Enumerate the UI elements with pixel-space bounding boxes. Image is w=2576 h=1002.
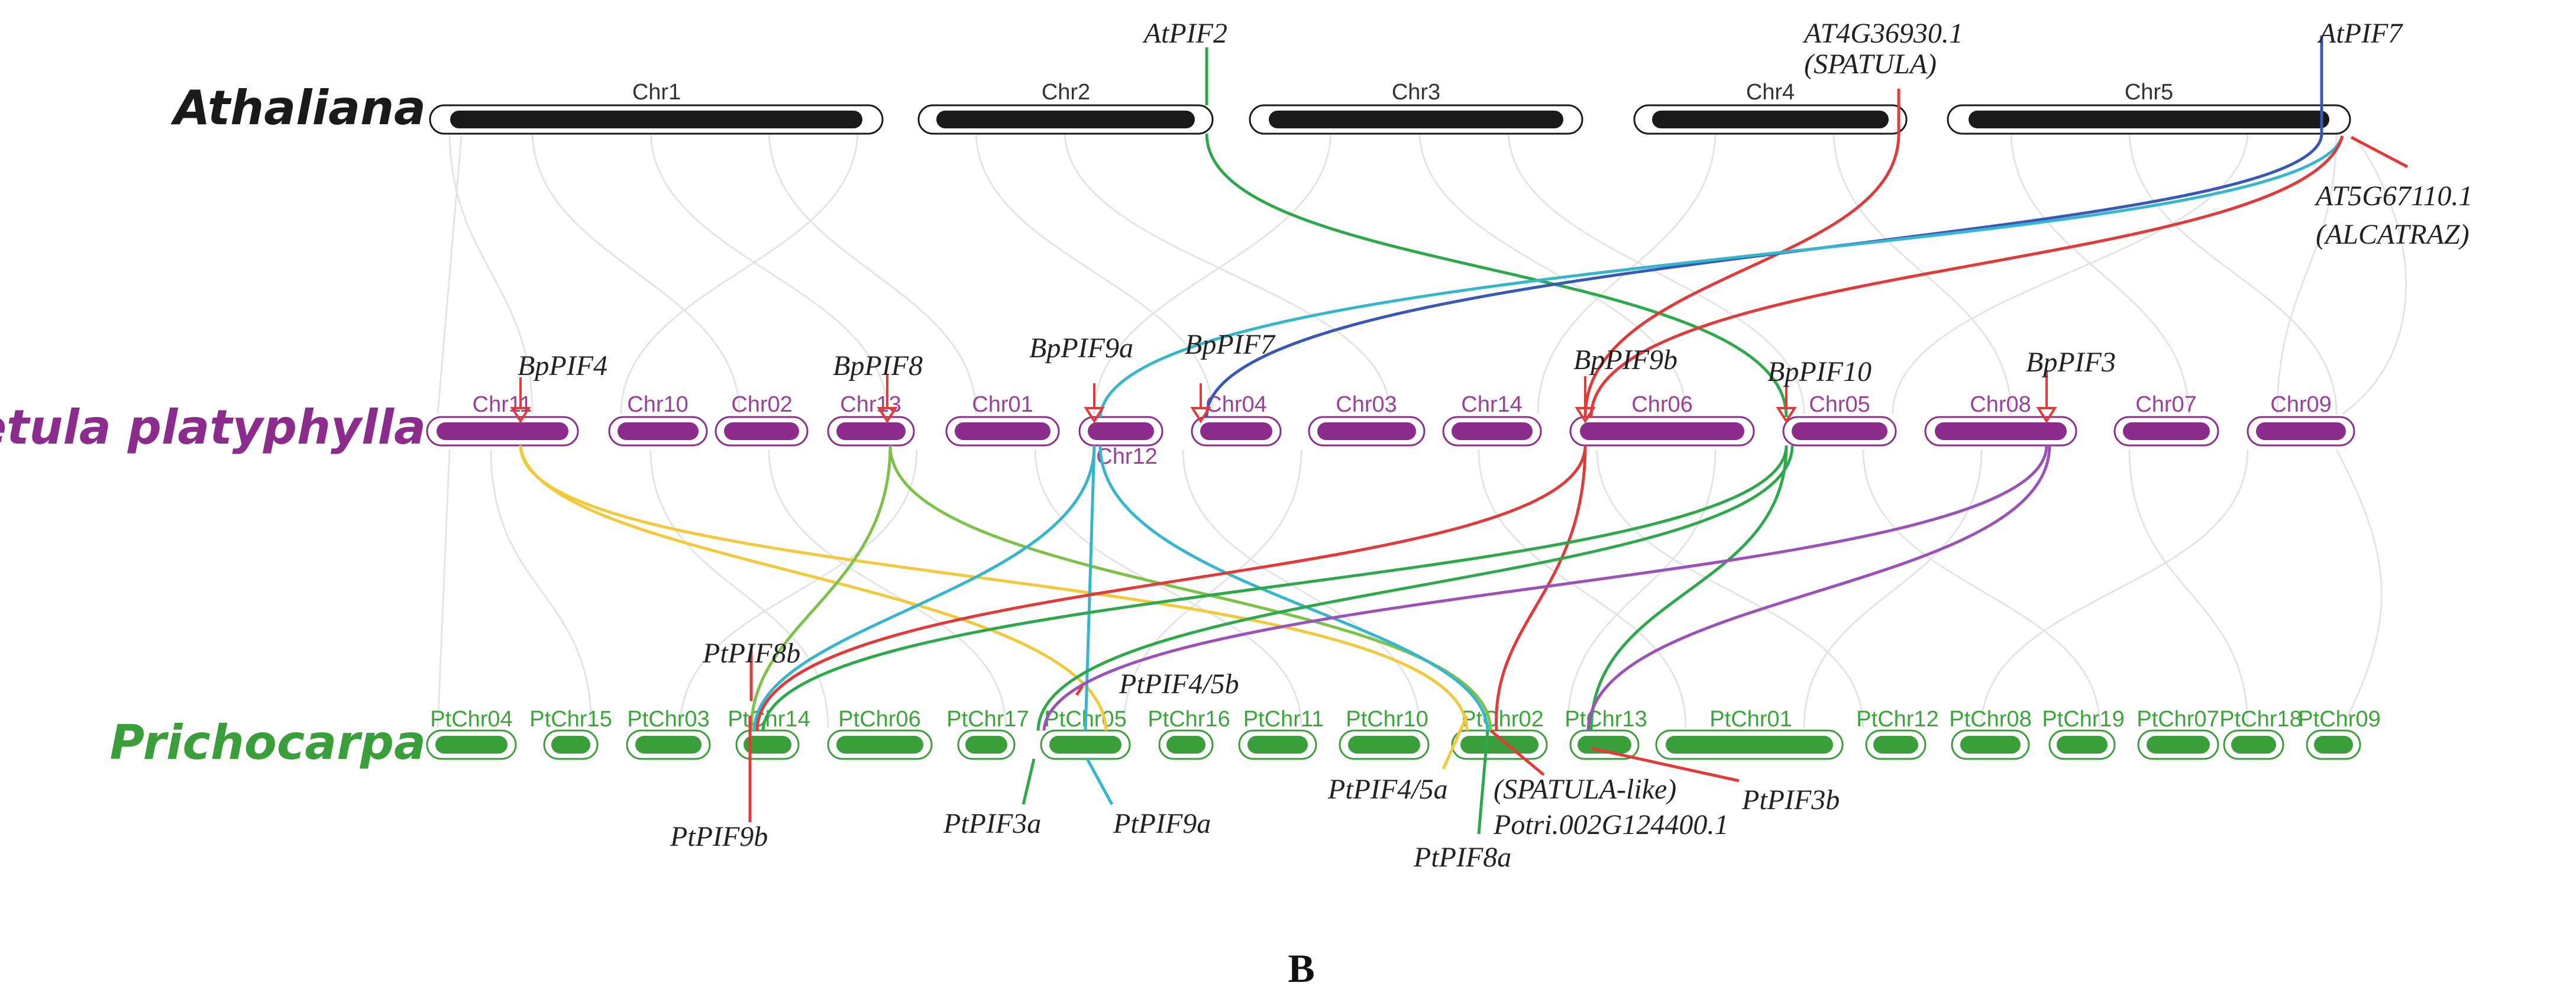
bp-chr-label: Chr09	[2270, 392, 2332, 417]
gene-label-ptpif45b: PtPIF4/5b	[1119, 668, 1239, 700]
gene-label-ptpif9a: PtPIF9a	[1113, 808, 1211, 839]
bp-chr-label: Chr02	[731, 392, 793, 417]
betula-chromosomes	[426, 416, 2355, 447]
pt-chr-label: PtChr18	[2219, 707, 2302, 732]
athaliana-chromosome-labels: Chr1 Chr2 Chr3 Chr4 Chr5	[632, 80, 2173, 105]
gene-label-bppif4: BpPIF4	[518, 350, 607, 382]
gene-label-bppif7: BpPIF7	[1185, 329, 1276, 360]
at-chr-label: Chr5	[2125, 80, 2173, 105]
gene-label-spatula: (SPATULA)	[1804, 49, 1937, 80]
gene-label-bppif9a: BpPIF9a	[1029, 332, 1133, 364]
panel-label: B	[1288, 946, 1314, 991]
bp-chr-label: Chr05	[1809, 392, 1870, 417]
at-chr-label: Chr1	[632, 80, 681, 105]
link-alcatraz-bppif9b	[1589, 135, 2344, 418]
gene-label-bppif8: BpPIF8	[833, 350, 923, 382]
athaliana-chromosomes	[429, 104, 2351, 135]
at-chr-label: Chr4	[1746, 80, 1795, 105]
populus-chromosome-labels: PtChr04 PtChr15 PtChr03 PtChr14 PtChr06 …	[430, 707, 2380, 732]
bp-markers	[510, 371, 2057, 424]
gene-label-ptpif8a: PtPIF8a	[1413, 842, 1511, 873]
link-bppif4-ptpif45b	[519, 445, 1108, 731]
pt-chr-label: PtChr11	[1243, 707, 1324, 732]
bp-chr-label: Chr12	[1096, 444, 1158, 469]
link-at5g-bppif9a	[1098, 135, 2344, 418]
gene-label-spatula-like: (SPATULA-like)	[1494, 774, 1676, 805]
bp-chr-label: Chr03	[1336, 392, 1397, 417]
link-bppif4-ptpif45a	[519, 445, 1469, 731]
bp-chr-label: Chr07	[2135, 392, 2197, 417]
gene-label-at4g36930: AT4G36930.1	[1802, 18, 1963, 49]
pt-chr-label: PtChr17	[946, 707, 1029, 732]
gene-label-ptpif45a: PtPIF4/5a	[1327, 774, 1448, 805]
link-bppif9a-spatulalike	[1098, 445, 1489, 731]
link-bppif10-ptpif8b	[761, 445, 1788, 731]
gene-label-ptpif3a: PtPIF3a	[943, 808, 1041, 839]
betula-chromosome-labels: Chr11 Chr10 Chr02 Chr13 Chr01 Chr12 Chr0…	[473, 392, 2332, 469]
bp-chr-label: Chr10	[627, 392, 689, 417]
gene-label-ptpif8b: PtPIF8b	[702, 638, 800, 669]
bp-chr-label: Chr14	[1461, 392, 1523, 417]
gene-label-at5g67110: AT5G67110.1	[2314, 180, 2472, 212]
pt-chr-label: PtChr09	[2298, 707, 2380, 732]
bp-chr-label: Chr08	[1970, 392, 2031, 417]
bp-chr-label: Chr04	[1205, 392, 1267, 417]
gene-label-ptpif9b: PtPIF9b	[670, 821, 768, 852]
pt-chr-label: PtChr04	[430, 707, 512, 732]
populus-chromosomes	[426, 729, 2361, 760]
link-bppif3-ptpif3b	[1586, 445, 2051, 731]
link-atpif2-bppif10	[1205, 133, 1788, 418]
gene-label-atpif7: AtPIF7	[2317, 18, 2403, 49]
gene-stems	[748, 35, 2323, 835]
link-bppif8-ptpif8b	[749, 445, 892, 731]
pt-chr-label: PtChr01	[1709, 707, 1792, 732]
gene-label-alcatraz: (ALCATRAZ)	[2316, 219, 2470, 250]
species-label-athaliana: Athaliana	[170, 80, 426, 135]
pt-chr-label: PtChr08	[1949, 707, 2031, 732]
pt-chr-label: PtChr19	[2042, 707, 2124, 732]
gene-label-bppif9b: BpPIF9b	[1573, 344, 1678, 376]
bp-pt-links	[519, 445, 2051, 731]
pt-chr-label: PtChr03	[627, 707, 709, 732]
at-chr-label: Chr3	[1392, 80, 1440, 105]
pt-chr-label: PtChr13	[1565, 707, 1647, 732]
link-spatula-bppif9b	[1583, 89, 1901, 418]
bp-chr-label: Chr01	[972, 392, 1033, 417]
background-synteny-links	[437, 130, 2407, 728]
species-label-betula: Betula platyphylla	[0, 400, 426, 455]
pt-chr-label: PtChr12	[1856, 707, 1938, 732]
bp-chr-label: Chr11	[473, 392, 532, 417]
gene-label-bppif3: BpPIF3	[2026, 347, 2116, 378]
link-bppif3-ptpif3a	[1042, 445, 2048, 731]
link-alcatraz-callout	[2350, 135, 2409, 169]
gene-label-ptpif3b: PtPIF3b	[1741, 784, 1840, 816]
gene-label-atpif2: AtPIF2	[1142, 18, 1227, 49]
link-bppif10-ptpif3a	[1036, 445, 1794, 731]
pt-chr-label: PtChr10	[1346, 707, 1428, 732]
link-bppif9b-ptpif9b	[755, 445, 1587, 731]
gene-label-potri: Potri.002G124400.1	[1493, 809, 1728, 841]
bp-chr-label: Chr06	[1631, 392, 1693, 417]
gene-label-bppif10: BpPIF10	[1767, 356, 1872, 387]
pt-chr-label: PtChr15	[529, 707, 612, 732]
bp-chr-label: Chr13	[840, 392, 901, 417]
at-bp-links	[1098, 35, 2409, 418]
link-bppif10-ptpif3b	[1589, 445, 1788, 731]
link-bppif9a-ptpif9a	[1084, 445, 1096, 731]
pt-chr-label: PtChr02	[1461, 707, 1543, 732]
pt-chr-label: PtChr06	[838, 707, 920, 732]
at-chr-label: Chr2	[1042, 80, 1090, 105]
species-label-populus: Prichocarpa	[110, 715, 426, 770]
pt-chr-label: PtChr07	[2137, 707, 2219, 732]
pt-chr-label: PtChr16	[1148, 707, 1230, 732]
link-bppif8-ptpif8a	[888, 445, 1492, 731]
link-bppif9a-ptpif9b	[752, 445, 1096, 731]
gene-labels: AtPIF2 AT4G36930.1 (SPATULA) AtPIF7 AT5G…	[518, 18, 2472, 873]
link-bppif9b-potri	[1495, 445, 1587, 731]
